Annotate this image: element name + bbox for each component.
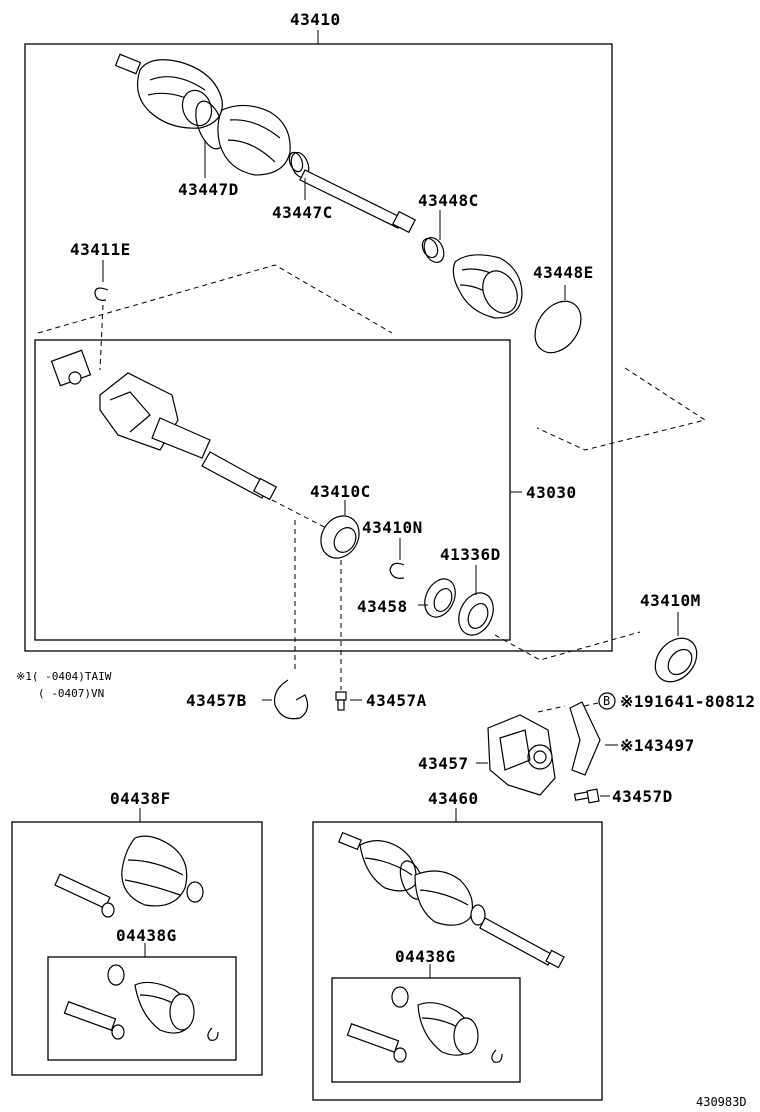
label-43447C[interactable]: 43447C: [272, 203, 333, 222]
seal-43410M-drawing: [654, 637, 698, 683]
band-43448E-drawing: [534, 300, 582, 354]
label-41336D[interactable]: 41336D: [440, 545, 501, 564]
frame-43460: [312, 821, 603, 1101]
note-line-2: ( -0407)VN: [38, 687, 104, 700]
snap-ring-43410N-drawing: [389, 562, 405, 579]
snap-ring-43411E-drawing: [94, 287, 109, 301]
shield-43497-drawing: [569, 701, 601, 776]
label-43457[interactable]: 43457: [418, 754, 469, 773]
boot-kit-f-drawing: [54, 835, 204, 918]
bolt-43457A-drawing: [335, 691, 347, 711]
label-43410[interactable]: 43410: [290, 10, 341, 29]
note-line-1: ※1( -0404)TAIW: [16, 670, 112, 683]
boot-kit-g-left-drawing: [63, 964, 219, 1041]
label-43411E[interactable]: 43411E: [70, 240, 131, 259]
frame-04438G-right: [331, 977, 521, 1083]
label-43458[interactable]: 43458: [357, 597, 408, 616]
label-04438G-right[interactable]: 04438G: [395, 947, 456, 966]
label-43457A[interactable]: 43457A: [366, 691, 427, 710]
label-04438G-left[interactable]: 04438G: [116, 926, 177, 945]
bearing-41336D-drawing: [458, 592, 494, 636]
label-43410C[interactable]: 43410C: [310, 482, 371, 501]
figure-code: 430983D: [696, 1095, 747, 1109]
inboard-joint-drawing: [50, 349, 278, 501]
frame-04438F: [11, 821, 263, 1076]
circled-b-icon: [598, 692, 616, 710]
outboard-joint-drawing: [114, 53, 417, 234]
label-43448C[interactable]: 43448C: [418, 191, 479, 210]
bearing-43410C-drawing: [320, 515, 360, 559]
label-43447D[interactable]: 43447D: [178, 180, 239, 199]
label-43457B[interactable]: 43457B: [186, 691, 247, 710]
label-43410M[interactable]: 43410M: [640, 591, 701, 610]
seal-43458-drawing: [424, 578, 456, 618]
frame-43030: [34, 339, 511, 641]
bracket-43457-drawing: [487, 714, 556, 796]
label-43030[interactable]: 43030: [526, 483, 577, 502]
clamp-43448C-drawing: [421, 237, 445, 263]
label-191641-80812[interactable]: ※191641-80812: [620, 692, 756, 711]
frame-43410: [24, 43, 613, 652]
label-04438F[interactable]: 04438F: [110, 789, 171, 808]
label-43410N[interactable]: 43410N: [362, 518, 423, 537]
label-43448E[interactable]: 43448E: [533, 263, 594, 282]
clip-43457B-drawing: [273, 679, 309, 720]
boot-kit-g-right-drawing: [346, 986, 503, 1063]
boot-drawing: [452, 254, 523, 319]
circled-b-letter: B: [603, 694, 610, 708]
frame-04438G-left: [47, 956, 237, 1061]
bolt-43457D-drawing: [573, 788, 600, 804]
driveshaft-assembly-43460-drawing: [338, 831, 565, 969]
label-43460[interactable]: 43460: [428, 789, 479, 808]
label-43457D[interactable]: 43457D: [612, 787, 673, 806]
label-43497[interactable]: ※143497: [620, 736, 695, 755]
